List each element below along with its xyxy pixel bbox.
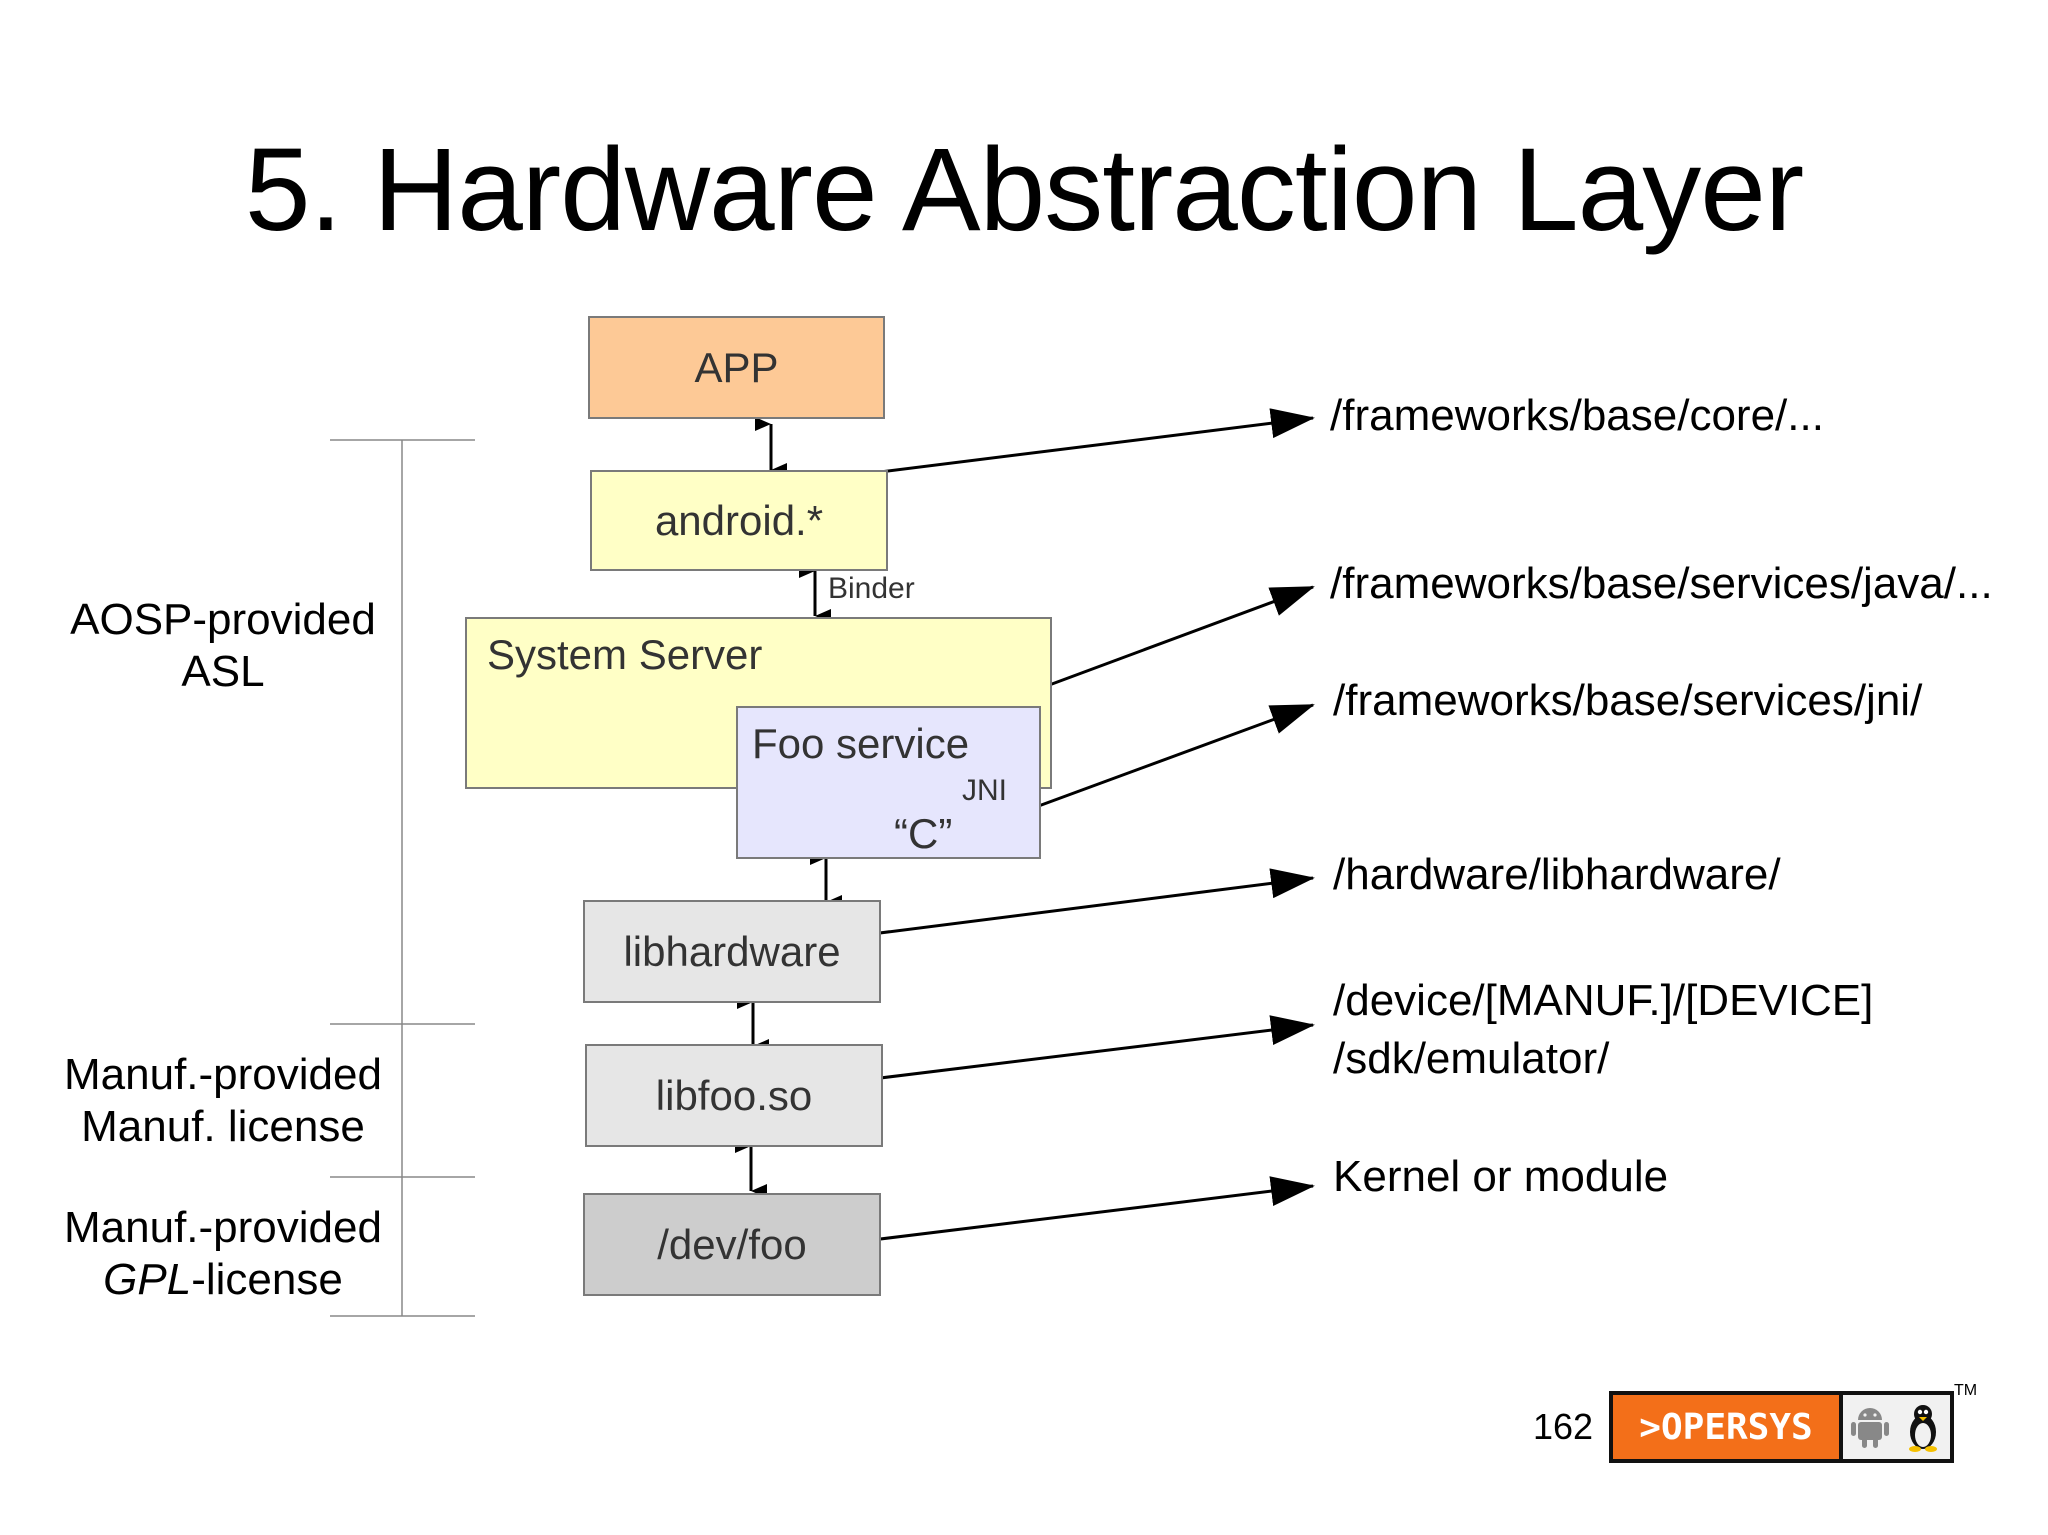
app-box: APP	[588, 316, 885, 419]
vertical-double-arrows	[735, 417, 842, 1198]
aosp-layer-label: AOSP-provided ASL	[23, 594, 423, 698]
manuf2-line2: GPL-license	[23, 1254, 423, 1306]
manuf1-line2: Manuf. license	[81, 1102, 365, 1151]
devfoo-box: /dev/foo	[583, 1193, 881, 1296]
libfoo-label: libfoo.so	[655, 1071, 813, 1119]
manuf1-line1: Manuf.-provided	[64, 1050, 382, 1099]
manuf-license-label: Manuf.-provided Manuf. license	[23, 1049, 423, 1153]
libfoo-box: libfoo.so	[585, 1044, 883, 1147]
gpl-italic: GPL	[103, 1255, 192, 1304]
system-server-label: System Server	[487, 631, 763, 678]
android-icon	[1850, 1408, 1889, 1448]
manuf2-line1: Manuf.-provided	[64, 1203, 382, 1252]
license-suffix: -license	[191, 1255, 343, 1304]
android-box: android.*	[590, 470, 888, 571]
tux-icon	[1909, 1405, 1938, 1452]
binder-label: Binder	[828, 572, 915, 605]
path-libhardware: /hardware/libhardware/	[1333, 850, 1781, 899]
layer-brackets	[330, 439, 475, 1317]
libhardware-box: libhardware	[583, 900, 881, 1003]
android-label: android.*	[654, 496, 824, 544]
path-arrows	[863, 408, 1315, 1243]
trademark-label: TM	[1954, 1382, 1978, 1399]
aosp-line1: AOSP-provided	[70, 595, 376, 644]
foo-service-box: Foo service JNI “C”	[736, 706, 1041, 859]
page-number: 162	[1533, 1406, 1594, 1447]
path-device-line1: /device/[MANUF.]/[DEVICE]	[1333, 976, 1874, 1025]
path-core: /frameworks/base/core/...	[1330, 391, 1824, 440]
path-services-jni: /frameworks/base/services/jni/	[1333, 676, 1923, 725]
c-label: “C”	[894, 810, 953, 857]
gpl-license-label: Manuf.-provided GPL-license	[23, 1202, 423, 1306]
logo-icons	[1843, 1395, 1950, 1459]
path-services-java: /frameworks/base/services/java/...	[1330, 559, 1993, 608]
path-kernel: Kernel or module	[1333, 1152, 1669, 1201]
libhardware-label: libhardware	[623, 927, 841, 975]
devfoo-label: /dev/foo	[657, 1220, 807, 1268]
app-label: APP	[694, 343, 779, 391]
path-device-line2: /sdk/emulator/	[1333, 1034, 1610, 1083]
aosp-line2: ASL	[181, 647, 265, 696]
jni-label: JNI	[962, 774, 1007, 807]
slide-title: 5. Hardware Abstraction Layer	[244, 124, 1804, 256]
foo-service-label: Foo service	[752, 720, 970, 767]
path-device: /device/[MANUF.]/[DEVICE] /sdk/emulator/	[1333, 972, 1873, 1088]
logo-text: >OPERSYS	[1613, 1395, 1839, 1459]
opersys-logo: >OPERSYS	[1609, 1391, 1954, 1463]
